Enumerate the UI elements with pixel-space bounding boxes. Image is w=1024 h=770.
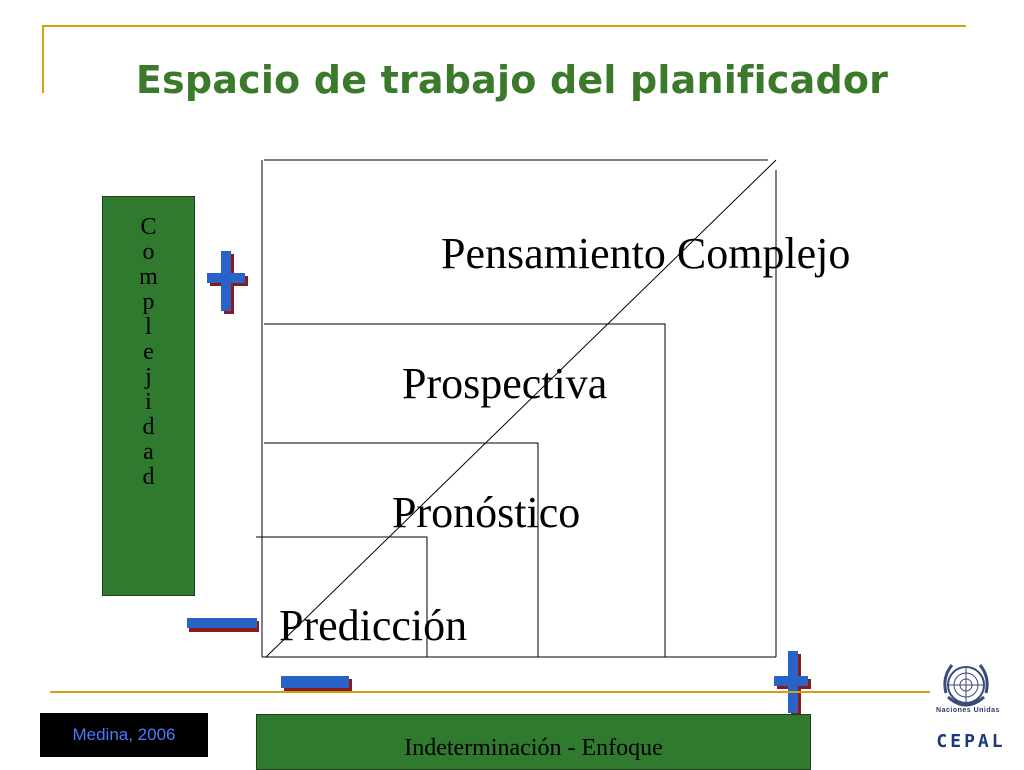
cepal-logo-text: CEPAL (936, 731, 1006, 752)
minus-sign-icon (187, 618, 259, 632)
plus-sign-icon (774, 651, 811, 716)
complexity-axis-letter: a (143, 439, 154, 465)
complexity-axis-letter: o (142, 239, 155, 265)
prediccion-square (256, 536, 428, 657)
un-emblem-icon (943, 664, 989, 707)
frame-top-line (42, 25, 966, 27)
diagonal-line (265, 159, 777, 658)
complexity-axis-letter: p (142, 289, 155, 315)
complexity-axis-letter: d (142, 414, 155, 440)
plus-sign-icon (207, 251, 248, 314)
level-label-prediccion: Predicción (279, 601, 468, 650)
complexity-axis-letter: C (140, 214, 157, 240)
complexity-axis-letter: j (145, 364, 152, 390)
frame-left-line (42, 25, 44, 93)
level-label-pensamiento-complejo: Pensamiento Complejo (441, 229, 851, 278)
un-org-name: Naciones Unidas (936, 707, 1000, 714)
bottom-accent-line (50, 691, 930, 693)
complexity-axis-letter: d (142, 464, 155, 490)
citation-badge: Medina, 2006 (40, 713, 208, 757)
prospectiva-square (264, 323, 666, 657)
complexity-axis-letter: i (145, 389, 152, 415)
slide-title: Espacio de trabajo del planificador (135, 58, 889, 102)
indeterminacy-axis-label: Indeterminación - Enfoque (404, 735, 663, 761)
level-label-pronostico: Pronóstico (392, 488, 581, 537)
indeterminacy-axis-box: Indeterminación - Enfoque (256, 714, 811, 770)
complexity-axis-letter: m (139, 264, 158, 290)
minus-sign-icon (281, 676, 352, 692)
complexity-axis-letter: l (145, 314, 152, 340)
level-label-prospectiva: Prospectiva (402, 359, 608, 408)
complexity-axis-letter: e (143, 339, 154, 365)
pronostico-square (264, 442, 539, 657)
